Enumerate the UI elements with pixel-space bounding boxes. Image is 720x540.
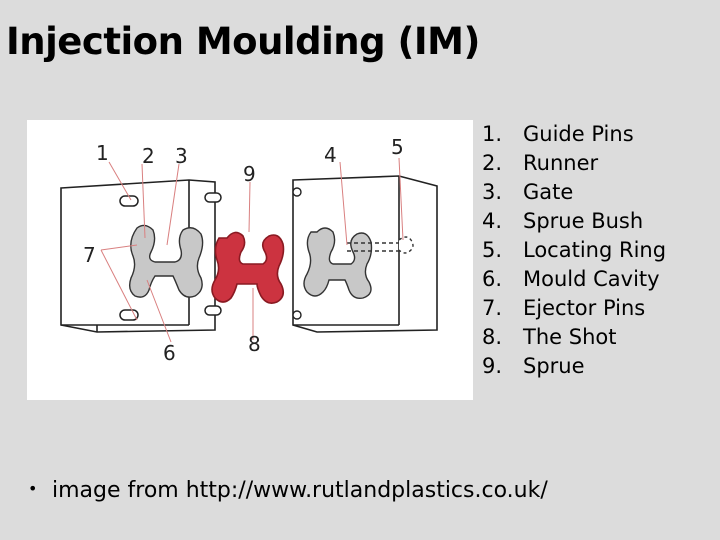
legend-number: 3. [482,180,503,204]
right-guide-hole [292,187,302,197]
callout-2: 2 [142,144,155,168]
legend-number: 5. [482,238,503,262]
right-guide-hole [292,310,302,320]
guide-pins [119,192,222,321]
legend-label: Sprue [523,354,585,378]
legend-item: 4. Sprue Bush [482,207,666,236]
sprue-bush [347,242,399,252]
legend-item: 2. Runner [482,149,666,178]
image-credit: • image from http://www.rutlandplastics.c… [28,478,548,503]
callout-9: 9 [243,162,256,186]
legend-number: 6. [482,267,503,291]
parts-legend: 1. Guide Pins 2. Runner 3. Gate 4. Sprue Bus… [482,120,666,381]
callout-5: 5 [391,135,404,159]
legend-label: Guide Pins [523,122,634,146]
legend-item: 6. Mould Cavity [482,265,666,294]
callout-leaders [100,157,404,343]
legend-label: Locating Ring [523,238,667,262]
callout-7: 7 [83,243,96,267]
legend-item: 1. Guide Pins [482,120,666,149]
legend-number: 7. [482,296,503,320]
legend-number: 9. [482,354,503,378]
legend-label: Gate [523,180,574,204]
legend-label: Sprue Bush [523,209,644,233]
mould-illustration: 1 2 3 4 5 6 7 8 9 [60,135,438,365]
legend-label: Ejector Pins [523,296,646,320]
the-shot [211,231,285,304]
legend-label: Mould Cavity [523,267,660,291]
legend-item: 9. Sprue [482,352,666,381]
callout-1: 1 [96,141,109,165]
bullet-icon: • [28,479,38,498]
legend-number: 1. [482,122,503,146]
right-mould-cavity [303,227,373,300]
callout-3: 3 [175,144,188,168]
left-mould-cavity [128,224,204,298]
legend-number: 8. [482,325,503,349]
legend-number: 4. [482,209,503,233]
legend-label: The Shot [523,325,617,349]
legend-number: 2. [482,151,503,175]
legend-item: 5. Locating Ring [482,236,666,265]
locating-ring [398,236,414,254]
legend-item: 8. The Shot [482,323,666,352]
legend-label: Runner [523,151,599,175]
credit-text: image from http://www.rutlandplastics.co… [52,478,548,503]
legend-item: 7. Ejector Pins [482,294,666,323]
callout-6: 6 [163,341,176,365]
callout-8: 8 [248,332,261,356]
legend-item: 3. Gate [482,178,666,207]
slide-title: Injection Moulding (IM) [6,20,480,63]
mould-diagram: 1 2 3 4 5 6 7 8 9 [27,120,473,400]
callout-4: 4 [324,143,337,167]
